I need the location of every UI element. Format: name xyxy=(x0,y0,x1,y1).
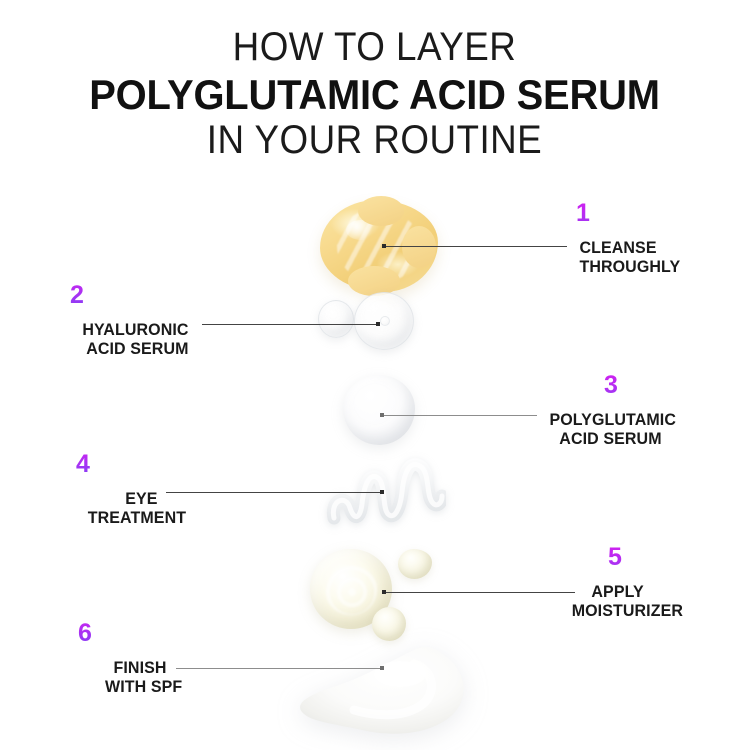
step-3-label-line-1: POLYGLUTAMIC xyxy=(549,411,676,429)
leader-line-step-1 xyxy=(384,246,567,247)
page-title: HOW TO LAYER POLYGLUTAMIC ACID SERUM IN … xyxy=(0,25,749,163)
balm-lobe-top xyxy=(358,196,404,226)
leader-dot-step-6 xyxy=(380,666,384,670)
step-5-label-line-2: MOISTURIZER xyxy=(571,602,684,621)
spf-smear-shape xyxy=(300,647,464,734)
title-line-2: POLYGLUTAMIC ACID SERUM xyxy=(89,71,660,119)
step-1-number: 1 xyxy=(576,201,749,226)
step-4-label-line-1: EYE xyxy=(125,490,158,508)
step-6[interactable]: 6 FINISH WITH SPF xyxy=(0,621,182,697)
step-1-text: 1 CLEANSE THROUGHLY xyxy=(576,201,749,277)
leader-line-step-2 xyxy=(202,324,378,325)
leader-line-step-6 xyxy=(176,668,382,669)
leader-dot-step-2 xyxy=(376,322,380,326)
product-hyaluronic-gel xyxy=(318,292,434,354)
step-3-label-line-2: ACID SERUM xyxy=(559,430,662,449)
step-5-label-line-1: APPLY xyxy=(591,583,644,601)
step-1-label-line-2: THROUGHLY xyxy=(579,258,681,277)
leader-dot-step-1 xyxy=(382,244,386,248)
leader-dot-step-4 xyxy=(380,490,384,494)
squiggle-shape xyxy=(326,458,449,525)
step-4[interactable]: 4 EYE TREATMENT xyxy=(0,452,186,528)
step-4-label-line-2: TREATMENT xyxy=(87,509,187,528)
cream-blob-lower xyxy=(372,607,406,641)
leader-line-step-3 xyxy=(382,415,537,416)
step-6-text: 6 FINISH WITH SPF xyxy=(0,621,182,697)
step-2-label-line-2: ACID SERUM xyxy=(86,340,189,359)
title-line-1: HOW TO LAYER xyxy=(232,25,517,69)
product-eye-treatment xyxy=(326,452,449,528)
product-polyglutamic-serum xyxy=(343,375,415,445)
step-4-number: 4 xyxy=(6,452,160,477)
step-6-label-line-2: WITH SPF xyxy=(105,678,183,697)
cream-blob-upper-right xyxy=(398,549,432,579)
step-4-text: 4 EYE TREATMENT xyxy=(0,452,186,528)
leader-line-step-4 xyxy=(166,492,382,493)
balm-lobe-right xyxy=(402,226,436,268)
step-6-label-line-1: FINISH xyxy=(113,659,167,677)
title-line-3: IN YOUR ROUTINE xyxy=(206,118,543,163)
step-5-number: 5 xyxy=(608,545,749,570)
step-3-text: 3 POLYGLUTAMIC ACID SERUM xyxy=(546,373,749,449)
leader-dot-step-5 xyxy=(382,590,386,594)
balm-lobe-bottom xyxy=(348,266,400,296)
step-6-number: 6 xyxy=(0,621,170,646)
step-2-label-line-1: HYALURONIC xyxy=(82,321,189,339)
gel-droplet-tiny xyxy=(380,316,390,326)
product-spf-cream xyxy=(296,636,486,744)
step-3-number: 3 xyxy=(604,373,749,398)
step-2[interactable]: 2 HYALURONIC ACID SERUM xyxy=(0,283,192,359)
step-2-number: 2 xyxy=(0,283,192,308)
step-2-text: 2 HYALURONIC ACID SERUM xyxy=(0,283,192,359)
leader-line-step-5 xyxy=(384,592,575,593)
product-moisturizer xyxy=(310,545,440,645)
step-5-text: 5 APPLY MOISTURIZER xyxy=(572,545,749,621)
leader-dot-step-3 xyxy=(380,413,384,417)
step-1-label-line-1: CLEANSE xyxy=(579,239,657,257)
gel-droplet-small xyxy=(318,300,354,338)
